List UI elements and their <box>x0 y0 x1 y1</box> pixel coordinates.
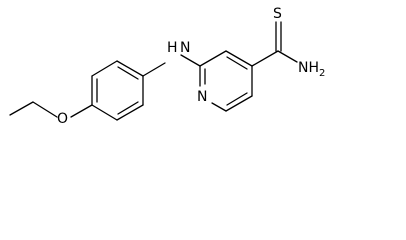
bond-c-nh2 <box>277 50 298 63</box>
amine-nitrogen-label: N <box>180 40 190 56</box>
bond-phenyl-6 <box>91 104 118 121</box>
bond-ring-thioamide <box>251 50 279 67</box>
bond-phenyl-5 <box>116 104 144 121</box>
bond-o-ring <box>70 104 93 118</box>
bond-phenyl-3 <box>116 60 144 77</box>
bond-pyridine-c5-c6 <box>225 95 253 112</box>
ether-oxygen-label: O <box>57 111 68 127</box>
amine-hydrogen-label: H <box>167 40 178 56</box>
bond-pyridine-c6-n <box>211 102 227 112</box>
bond-ethyl-ch3 <box>9 101 34 116</box>
bond-ethyl-ch2-o <box>32 101 58 118</box>
bond-phenyl-3-inner <box>117 66 139 80</box>
chemical-structure: O H N N S NH2 <box>9 6 325 127</box>
pyridine-nitrogen-label: N <box>197 89 207 105</box>
bond-pyridine-c3-c4 <box>225 50 253 67</box>
bond-nh-pyridine <box>180 54 201 67</box>
bond-pyridine-c5-c6-inner <box>226 92 248 106</box>
amide-nh2-label: NH2 <box>298 60 325 79</box>
bond-phenyl-nh <box>142 62 166 77</box>
thione-sulfur-label: S <box>273 6 282 22</box>
bond-pyridine-c2-c3 <box>199 50 227 67</box>
bond-phenyl-5-inner <box>117 101 139 115</box>
amide-subscript-2: 2 <box>319 68 325 79</box>
bond-pyridine-c3-c4-inner <box>226 56 248 70</box>
bond-phenyl-2 <box>91 60 118 77</box>
amide-nh-text: NH <box>298 60 319 76</box>
